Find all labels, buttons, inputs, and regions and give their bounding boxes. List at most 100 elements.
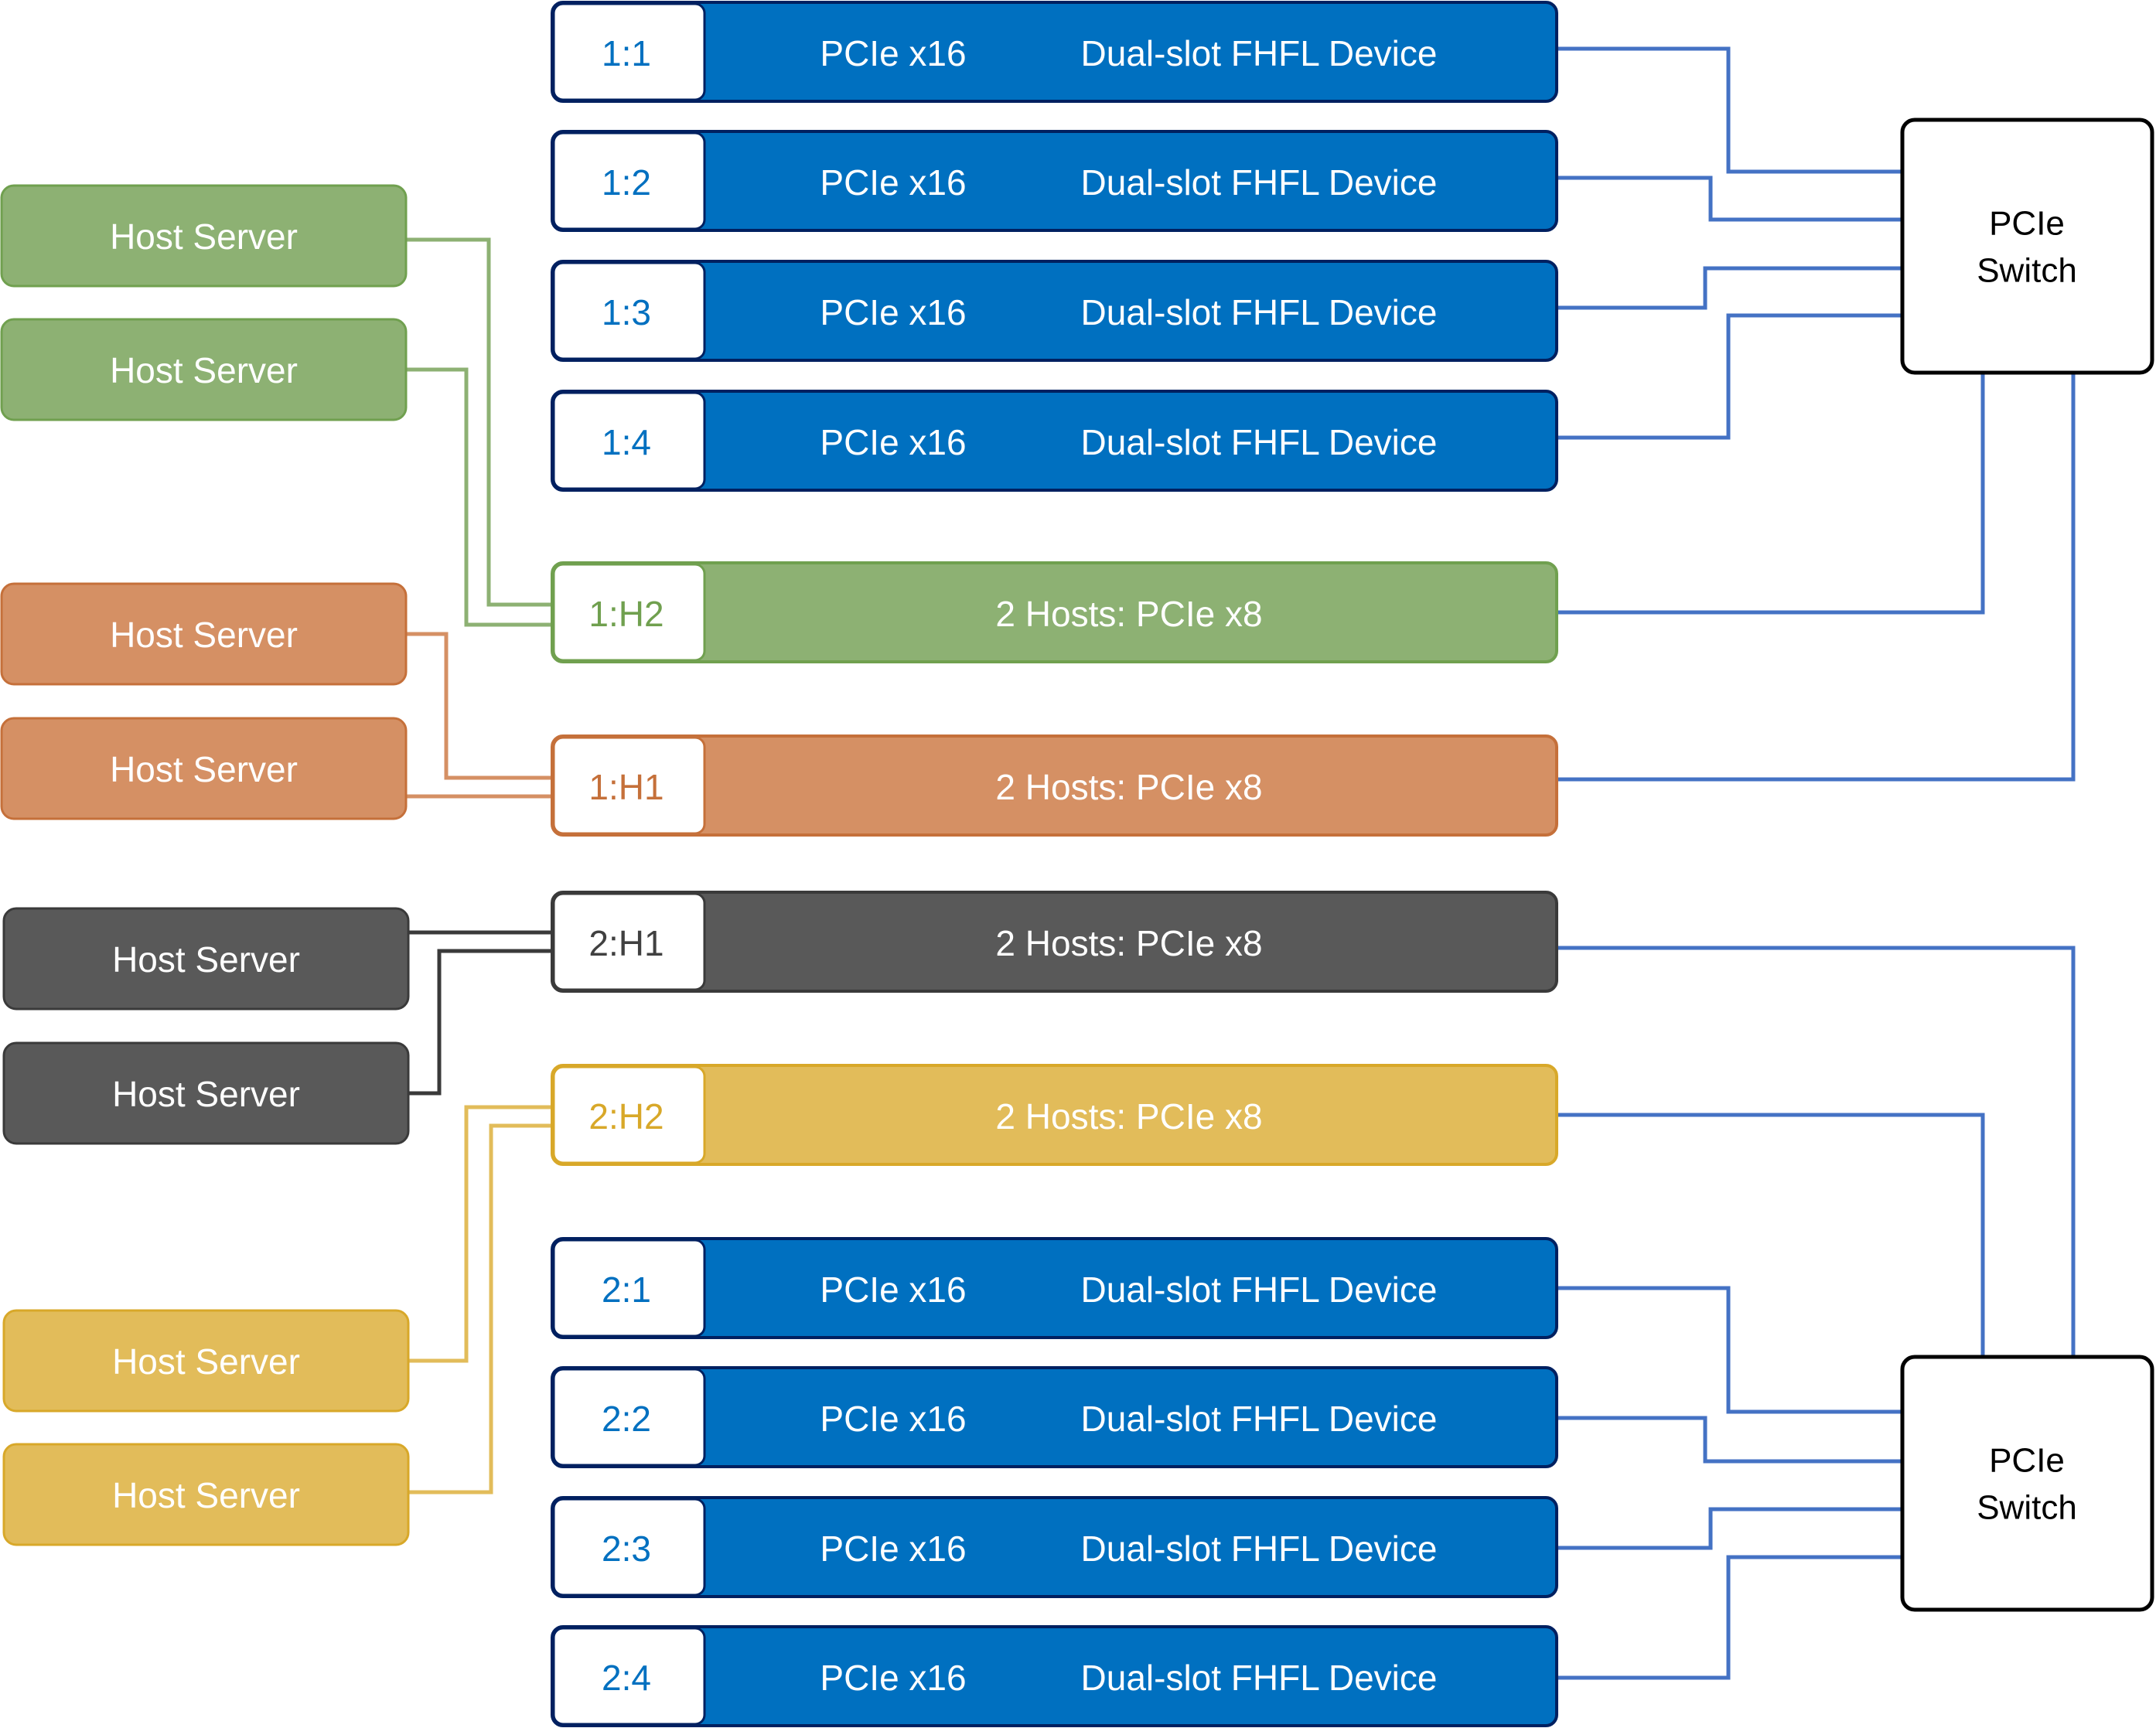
slot-bus-label: PCIe x16 [820, 1270, 966, 1310]
host-server-1: Host Server [0, 184, 408, 288]
slot-bus-label: PCIe x16 [820, 1399, 966, 1439]
slot-device-label: Dual-slot FHFL Device [1081, 292, 1438, 332]
host-server-box [2, 1443, 410, 1546]
pcie-switch-label-line2: Switch [1977, 252, 2077, 290]
slot-bar [551, 390, 1558, 492]
slot-bar [551, 1496, 1558, 1598]
slot-bar [551, 1, 1558, 103]
slot-bar [551, 1625, 1558, 1727]
slot-2-3: 2:3 PCIe x16 Dual-slot FHFL Device [551, 1496, 1558, 1598]
link-slot-1-2-switch-1 [1557, 176, 1902, 222]
slot-id-tab [552, 736, 706, 835]
link-host-6-slot-2-h1 [408, 949, 552, 1096]
slot-id-tab [552, 1498, 706, 1597]
link-slot-1-h2-switch-1 [1557, 373, 1985, 615]
slot-id-label: 1:H2 [588, 594, 664, 634]
host-server-box [0, 717, 408, 820]
pcie-switch-label-line1: PCIe [1989, 1442, 2065, 1480]
host-server-4: Host Server [0, 717, 408, 820]
link-slot-1-h1-switch-1 [1557, 373, 2076, 782]
link-slot-1-3-switch-1 [1557, 266, 1902, 310]
slot-id-tab [552, 1239, 706, 1338]
slot-device-label: Dual-slot FHFL Device [1081, 1270, 1438, 1310]
slot-2-4: 2:4 PCIe x16 Dual-slot FHFL Device [551, 1625, 1558, 1727]
host-server-label: Host Server [110, 615, 298, 655]
link-host-8-slot-2-h2 [408, 1123, 552, 1495]
host-server-label: Host Server [110, 749, 298, 789]
host-server-label: Host Server [112, 1475, 300, 1515]
slot-device-label: Dual-slot FHFL Device [1081, 422, 1438, 462]
link-slot-2-4-switch-2 [1557, 1555, 1902, 1680]
slot-bus-label: PCIe x16 [820, 162, 966, 203]
slot-bar [551, 891, 1558, 993]
slot-id-label: 2:2 [602, 1399, 651, 1439]
slot-device-label: Dual-slot FHFL Device [1081, 1658, 1438, 1698]
slot-id-tab [552, 892, 706, 991]
slot-1-3: 1:3 PCIe x16 Dual-slot FHFL Device [551, 260, 1558, 362]
slot-2-h2: 2:H2 2 Hosts: PCIe x8 [551, 1064, 1558, 1166]
slot-id-tab [552, 1627, 706, 1726]
link-slot-2-h2-switch-2 [1557, 1113, 1985, 1357]
slot-bar [551, 1237, 1558, 1339]
link-host-7-slot-2-h2 [408, 1105, 552, 1363]
host-server-label: Host Server [112, 1341, 300, 1382]
host-server-box [0, 318, 408, 421]
host-server-label: Host Server [112, 939, 300, 980]
link-host-3-slot-1-h1 [406, 632, 552, 780]
slot-id-label: 2:3 [602, 1529, 651, 1569]
link-slot-1-4-switch-1 [1557, 313, 1902, 440]
slot-id-tab [552, 261, 706, 360]
slot-device-label: Dual-slot FHFL Device [1081, 33, 1438, 73]
slot-bus-label: PCIe x16 [820, 292, 966, 332]
slot-id-label: 2:H2 [588, 1096, 664, 1137]
slot-device-label: Dual-slot FHFL Device [1081, 1529, 1438, 1569]
slot-bus-label: PCIe x16 [820, 33, 966, 73]
slot-bus-label: PCIe x16 [820, 1529, 966, 1569]
slot-id-label: 2:H1 [588, 923, 664, 963]
link-slot-2-2-switch-2 [1557, 1416, 1902, 1464]
host-server-label: Host Server [112, 1074, 300, 1114]
slot-device-label: Dual-slot FHFL Device [1081, 162, 1438, 203]
link-slot-2-h1-switch-2 [1557, 946, 2076, 1357]
link-slot-2-3-switch-2 [1557, 1507, 1902, 1550]
slot-bar [551, 734, 1558, 837]
slot-bus-label: PCIe x16 [820, 1658, 966, 1698]
slot-id-tab [552, 563, 706, 662]
slot-id-label: 1:4 [602, 422, 651, 462]
pcie-switch-box [1900, 1355, 2154, 1612]
slot-host-label: 2 Hosts: PCIe x8 [995, 1096, 1262, 1137]
slot-id-tab [552, 1065, 706, 1164]
slot-id-label: 2:4 [602, 1658, 651, 1698]
host-server-label: Host Server [110, 350, 298, 390]
slot-host-label: 2 Hosts: PCIe x8 [995, 923, 1262, 963]
slot-2-1: 2:1 PCIe x16 Dual-slot FHFL Device [551, 1237, 1558, 1339]
slot-id-tab [552, 1368, 706, 1467]
link-host-2-slot-1-h2 [406, 367, 552, 627]
host-server-box [2, 1041, 410, 1145]
host-server-box [2, 907, 410, 1011]
slot-id-label: 1:3 [602, 292, 651, 332]
pcie-switch-label-line2: Switch [1977, 1489, 2077, 1527]
link-host-1-slot-1-h2 [406, 237, 552, 607]
slot-id-tab [552, 131, 706, 230]
host-server-box [0, 184, 408, 288]
host-server-box [0, 582, 408, 686]
host-server-box [2, 1309, 410, 1413]
slot-2-h1: 2:H1 2 Hosts: PCIe x8 [551, 891, 1558, 993]
pcie-switch-label-line1: PCIe [1989, 205, 2065, 243]
slot-id-label: 2:1 [602, 1270, 651, 1310]
host-server-2: Host Server [0, 318, 408, 421]
slot-host-label: 2 Hosts: PCIe x8 [995, 767, 1262, 807]
slot-1-4: 1:4 PCIe x16 Dual-slot FHFL Device [551, 390, 1558, 492]
slot-id-label: 1:H1 [588, 767, 664, 807]
slot-id-tab [552, 391, 706, 490]
slot-bus-label: PCIe x16 [820, 422, 966, 462]
host-server-label: Host Server [110, 216, 298, 257]
slot-id-label: 1:1 [602, 33, 651, 73]
